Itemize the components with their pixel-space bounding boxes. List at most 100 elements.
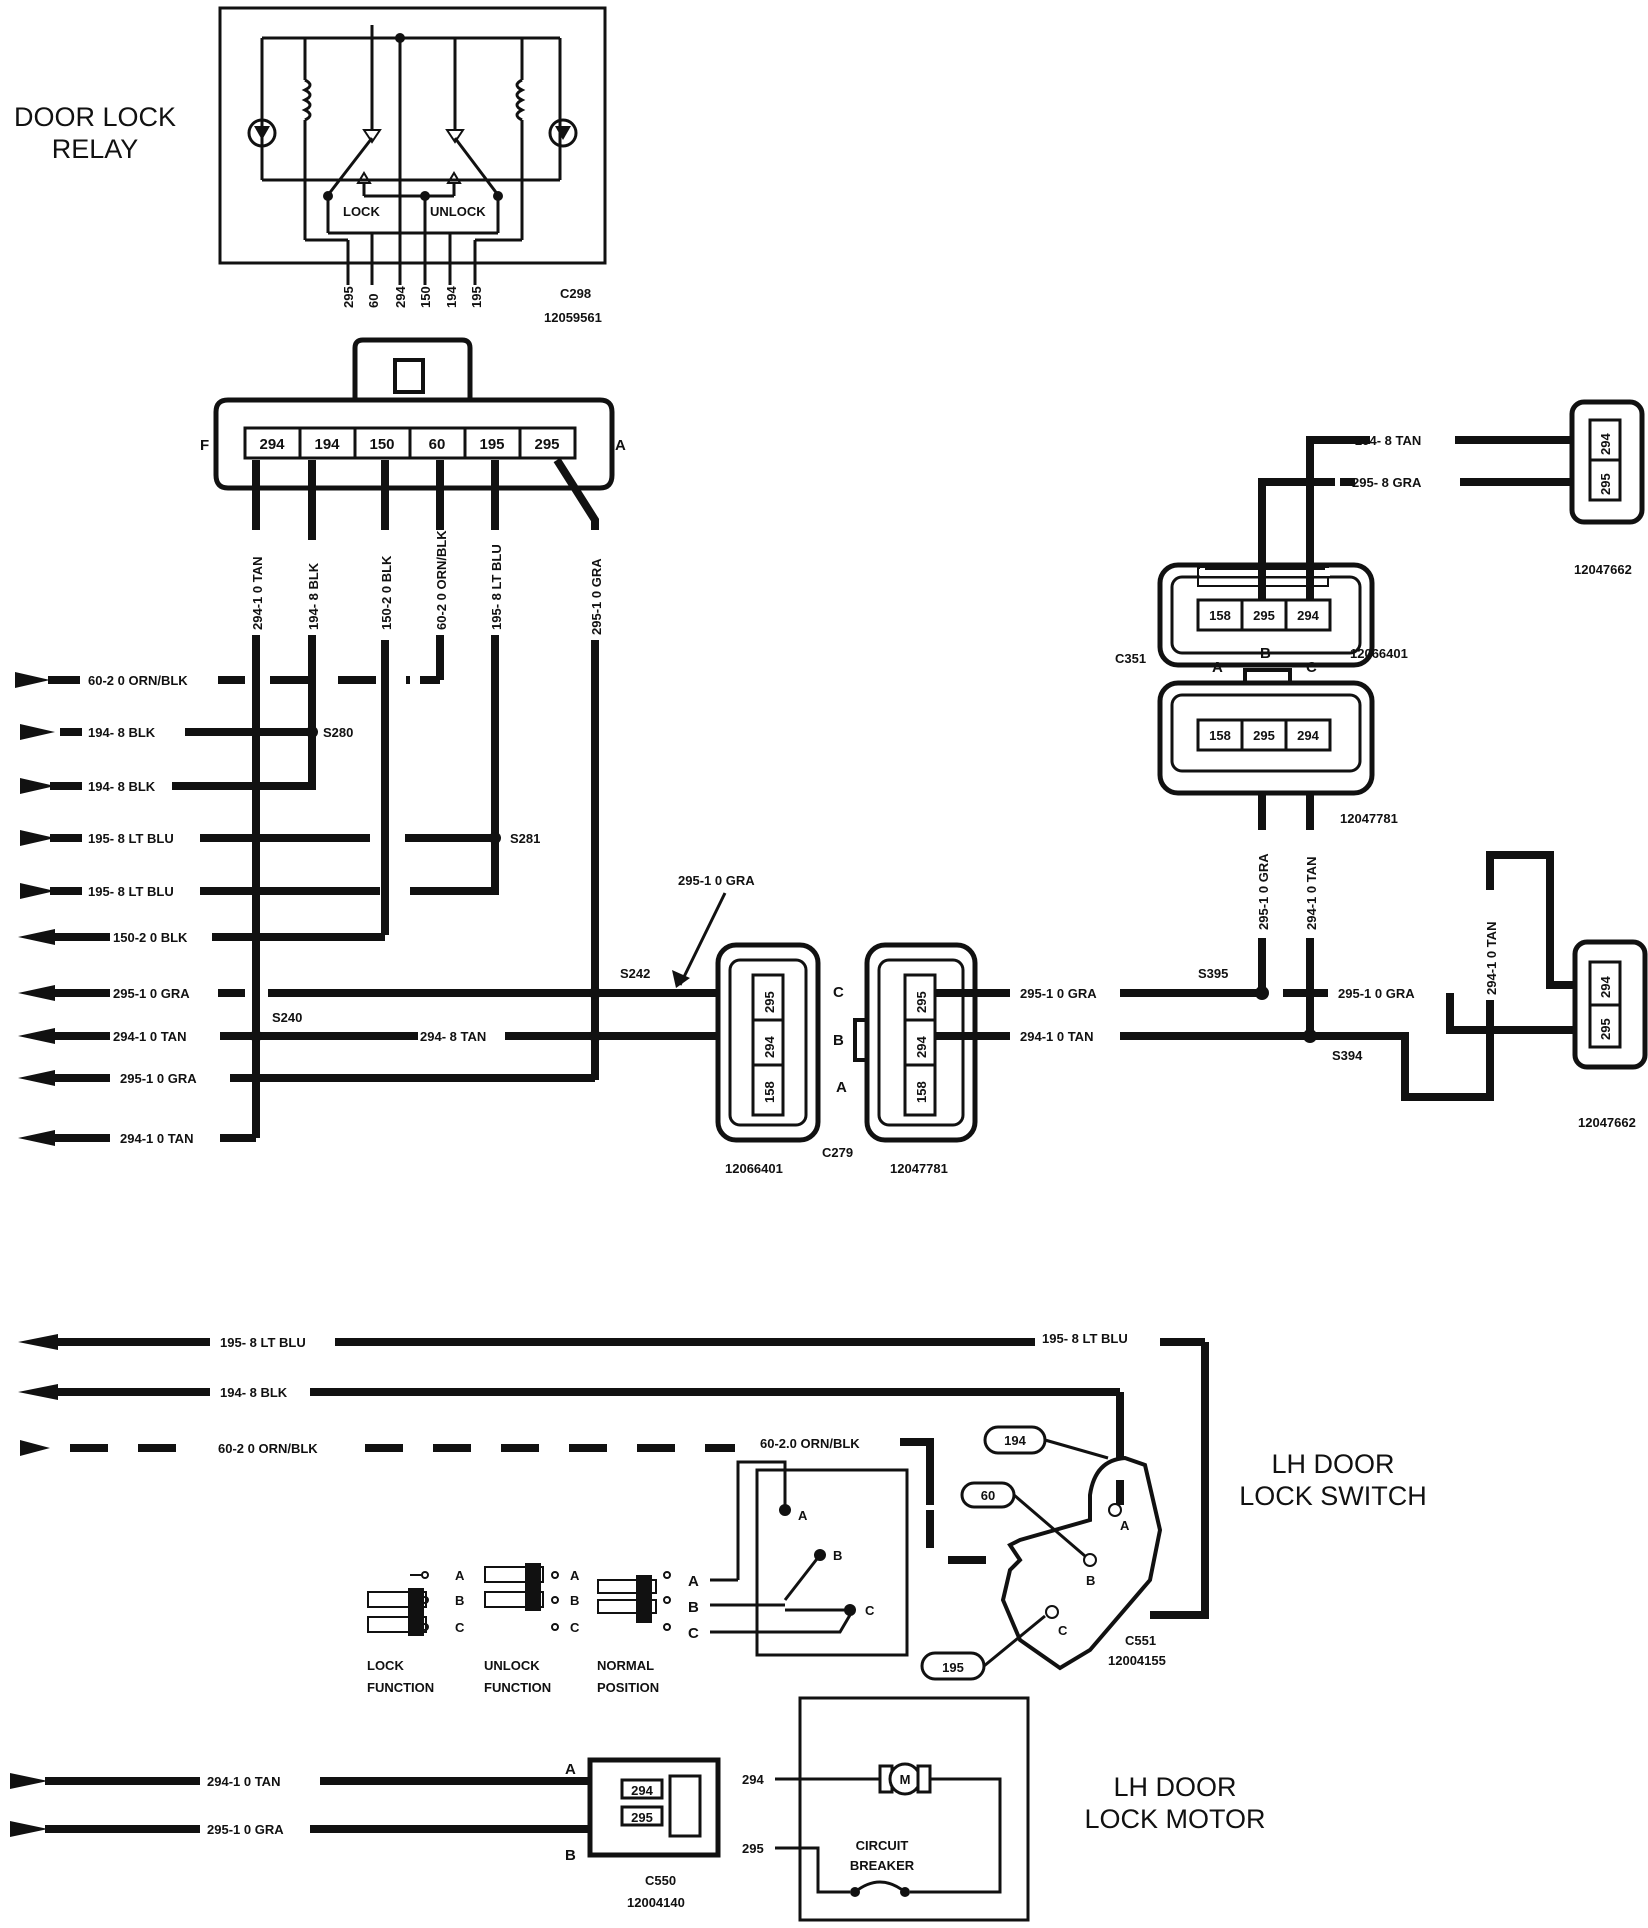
rtop-cavity-295: 295 — [1598, 473, 1613, 495]
c279-part-left: 12066401 — [725, 1161, 783, 1176]
mwire-294-right: 294-1 0 TAN — [1020, 1029, 1093, 1044]
lwire-294-b: 294-1 0 TAN — [120, 1131, 193, 1146]
right-top-connector: 294- 8 TAN 295- 8 GRA 294 295 12047662 — [1258, 399, 1645, 600]
sw-box-a: A — [798, 1508, 808, 1523]
rtop-part: 12047662 — [1574, 562, 1632, 577]
bwire-195-left: 195- 8 LT BLU — [220, 1335, 306, 1350]
c279-part-right: 12047781 — [890, 1161, 948, 1176]
c351-part-bottom: 12047781 — [1340, 811, 1398, 826]
bottom-wires: 195- 8 LT BLU 195- 8 LT BLU 194- 8 BLK 6… — [18, 1331, 1209, 1619]
c279-left-cavity-158: 158 — [762, 1081, 777, 1103]
connector-latch — [352, 337, 473, 400]
sw-abc-c: C — [688, 1625, 699, 1642]
bwire-60-right: 60-2.0 ORN/BLK — [760, 1436, 860, 1451]
rmid-cavity-295: 295 — [1598, 1018, 1613, 1040]
c351-pin-a: A — [1212, 659, 1223, 676]
rmid-cavity-294: 294 — [1598, 976, 1613, 998]
cavity-294: 294 — [259, 436, 285, 453]
rtop-wire-294: 294- 8 TAN — [1355, 433, 1421, 448]
vwire-60: 60-2 0 ORN/BLK — [434, 530, 449, 630]
lock-function-icon: A B C — [367, 1568, 465, 1636]
lwire-150: 150-2 0 BLK — [113, 930, 188, 945]
c279-right-cavity-158: 158 — [914, 1081, 929, 1103]
connector-end-f: F — [200, 437, 209, 454]
unlock-fn-label-2: FUNCTION — [484, 1680, 551, 1695]
sw-abc-a: A — [688, 1573, 699, 1590]
right-mid-connector: 294 295 12047662 — [1572, 939, 1648, 1130]
splice-s395: S395 — [1198, 966, 1228, 981]
c351-top-cavity-294: 294 — [1297, 608, 1319, 623]
c550-part: 12004140 — [627, 1895, 685, 1910]
motor-wire-294: 294-1 0 TAN — [207, 1774, 280, 1789]
relay-pin-150: 150 — [418, 286, 433, 308]
c550-pin-b: B — [565, 1847, 576, 1864]
relay-title-line2: RELAY — [52, 134, 139, 164]
lwire-194-a: 194- 8 BLK — [88, 725, 156, 740]
c279-right-cavity-294: 294 — [914, 1036, 929, 1058]
lwire-195-b: 195- 8 LT BLU — [88, 884, 174, 899]
diode-left-icon — [247, 118, 277, 148]
coil-left-icon — [301, 78, 312, 122]
lock-fn-c: C — [455, 1620, 465, 1635]
c279-pin-c: C — [833, 984, 844, 1001]
mwire-295-1: 295-1 0 GRA — [678, 873, 755, 888]
c279-left-cavity-294: 294 — [762, 1036, 777, 1058]
switch-term-b: B — [1086, 1573, 1095, 1588]
relay-pin-195: 195 — [469, 286, 484, 308]
c550-pin-a: A — [565, 1761, 576, 1778]
c550-id: C550 — [645, 1873, 676, 1888]
lh-door-lock-switch: 194 60 195 A B C C551 12004155 A B C A B — [367, 1425, 1166, 1695]
cavity-295: 295 — [534, 436, 559, 453]
c351-pin-b: B — [1260, 645, 1271, 662]
breaker-label-1: CIRCUIT — [856, 1838, 909, 1853]
c279-right-cavity-295: 295 — [914, 991, 929, 1013]
unlock-contact-arm — [453, 137, 500, 196]
lh-door-lock-motor: 294-1 0 TAN 295-1 0 GRA 294 295 A B C550… — [10, 1696, 1030, 1922]
lwire-295-b: 295-1 0 GRA — [120, 1071, 197, 1086]
lwire-195-a: 195- 8 LT BLU — [88, 831, 174, 846]
relay-lock-label: LOCK — [343, 204, 380, 219]
c351-bottom-cavity-158: 158 — [1209, 728, 1231, 743]
rmid-part: 12047662 — [1578, 1115, 1636, 1130]
lock-fn-a: A — [455, 1568, 465, 1583]
relay-pin-194: 194 — [444, 286, 459, 308]
rwire-295: 295-1 0 GRA — [1338, 986, 1415, 1001]
c279-left-cavity-295: 295 — [762, 991, 777, 1013]
left-wires: 60-2 0 ORN/BLK 194- 8 BLK 194- 8 BLK 195… — [15, 672, 601, 1146]
motor-title-line2: LOCK MOTOR — [1084, 1804, 1265, 1834]
c351-id: C351 — [1115, 651, 1146, 666]
switch-connector-id: C551 — [1125, 1633, 1156, 1648]
rwire-294-vert: 294-1 0 TAN — [1484, 922, 1499, 995]
cavity-195: 195 — [479, 436, 504, 453]
lwire-194-b: 194- 8 BLK — [88, 779, 156, 794]
cavity-194: 194 — [314, 436, 340, 453]
rtop-cavity-294: 294 — [1598, 433, 1613, 455]
coil-right-icon — [515, 78, 526, 122]
lwire-294-a: 294-1 0 TAN — [113, 1029, 186, 1044]
rtop-wire-295: 295- 8 GRA — [1352, 475, 1422, 490]
splice-s281: S281 — [510, 831, 540, 846]
door-lock-relay: LOCK UNLOCK 295 60 294 150 194 195 C298 … — [218, 6, 607, 325]
c279-id: C279 — [822, 1145, 853, 1160]
vwire-150: 150-2 0 BLK — [379, 555, 394, 630]
switch-title-line1: LH DOOR — [1271, 1449, 1394, 1479]
c351-top-cavity-295: 295 — [1253, 608, 1275, 623]
mwire-295-right: 295-1 0 GRA — [1020, 986, 1097, 1001]
vertical-wires: 294-1 0 TAN 194- 8 BLK 150-2 0 BLK 60-2 … — [240, 457, 611, 1138]
c351-top-cavity-158: 158 — [1209, 608, 1231, 623]
relay-unlock-label: UNLOCK — [430, 204, 486, 219]
lwire-60: 60-2 0 ORN/BLK — [88, 673, 188, 688]
relay-pin-295: 295 — [341, 286, 356, 308]
vwire-195: 195- 8 LT BLU — [489, 544, 504, 630]
sw-box-b: B — [833, 1548, 842, 1563]
unlock-fn-c: C — [570, 1620, 580, 1635]
lock-fn-b: B — [455, 1593, 464, 1608]
connector-end-a: A — [615, 437, 626, 454]
sw-box-c: C — [865, 1603, 875, 1618]
motor-housing — [798, 1696, 1030, 1922]
c351-bottom-cavity-295: 295 — [1253, 728, 1275, 743]
c351-pin-c: C — [1306, 659, 1317, 676]
relay-pin-294: 294 — [393, 286, 408, 308]
motor-m-label: M — [900, 1772, 911, 1787]
